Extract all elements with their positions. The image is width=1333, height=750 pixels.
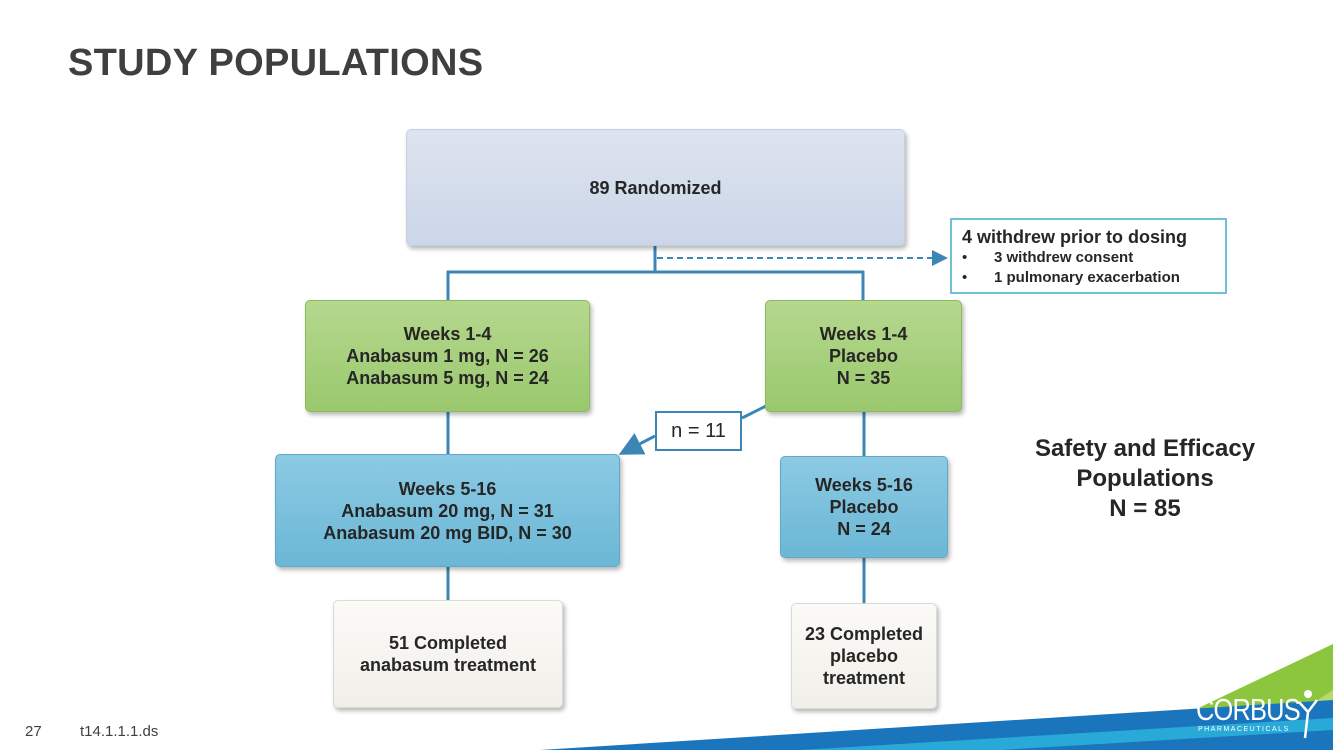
withdrew-box: 4 withdrew prior to dosing •3 withdrew c… bbox=[950, 218, 1227, 294]
safety-line-1: Safety and Efficacy bbox=[1034, 435, 1256, 462]
placebo-weeks-1-4-box: Weeks 1-4 Placebo N = 35 bbox=[765, 300, 962, 412]
randomized-label: 89 Randomized bbox=[589, 177, 722, 198]
placebo-completed-label-2: treatment bbox=[822, 668, 906, 688]
placebo-weeks-1-4-period: Weeks 1-4 bbox=[819, 324, 908, 344]
active-weeks-5-16-arm-20mg: Anabasum 20 mg, N = 31 bbox=[341, 500, 554, 521]
footer-teal-swoosh bbox=[800, 718, 1333, 750]
corbus-logo: CORBUS PHARMACEUTICALS bbox=[1196, 690, 1318, 739]
logo-figure-icon bbox=[1298, 690, 1318, 739]
bullet-icon: • bbox=[962, 269, 968, 286]
slide-title: STUDY POPULATIONS bbox=[68, 42, 484, 84]
randomized-box: 89 Randomized bbox=[406, 129, 905, 246]
logo-subtitle: PHARMACEUTICALS bbox=[1198, 726, 1290, 733]
withdrew-title: 4 withdrew prior to dosing bbox=[962, 227, 1187, 247]
active-weeks-1-4-box: Weeks 1-4 Anabasum 1 mg, N = 26 Anabasum… bbox=[305, 300, 590, 412]
active-weeks-5-16-box: Weeks 5-16 Anabasum 20 mg, N = 31 Anabas… bbox=[275, 454, 620, 567]
active-weeks-5-16-period: Weeks 5-16 bbox=[398, 478, 497, 499]
placebo-weeks-5-16-arm: Placebo bbox=[829, 497, 899, 517]
active-completed-box: 51 Completed anabasum treatment bbox=[333, 600, 563, 708]
crossover-count: n = 11 bbox=[671, 419, 726, 442]
placebo-completed-count: 23 Completed bbox=[804, 624, 924, 644]
logo-wordmark: CORBUS bbox=[1196, 692, 1301, 727]
crossover-count-box: n = 11 bbox=[655, 411, 742, 451]
placebo-weeks-5-16-count: N = 24 bbox=[837, 519, 891, 539]
connector-crossover-upper bbox=[741, 404, 767, 420]
placebo-weeks-1-4-count: N = 35 bbox=[836, 368, 891, 388]
withdrew-item-consent: •3 withdrew consent bbox=[962, 249, 1134, 266]
active-weeks-1-4-arm-1mg: Anabasum 1 mg, N = 26 bbox=[346, 346, 549, 366]
active-weeks-1-4-arm-5mg: Anabasum 5 mg, N = 24 bbox=[346, 368, 549, 388]
active-weeks-1-4-period: Weeks 1-4 bbox=[403, 324, 492, 344]
reference-code: t14.1.1.1.ds bbox=[80, 723, 159, 740]
placebo-completed-box: 23 Completed placebo treatment bbox=[791, 603, 937, 709]
active-weeks-5-16-arm-20mg-bid: Anabasum 20 mg BID, N = 30 bbox=[323, 522, 572, 543]
page-number: 27 bbox=[25, 723, 42, 740]
active-completed-label: anabasum treatment bbox=[359, 655, 537, 675]
placebo-weeks-1-4-arm: Placebo bbox=[828, 346, 899, 366]
safety-efficacy-summary: Safety and Efficacy Populations N = 85 bbox=[1010, 434, 1280, 524]
safety-line-3: N = 85 bbox=[1109, 495, 1181, 522]
connector-crossover-lower bbox=[618, 433, 656, 455]
placebo-weeks-5-16-box: Weeks 5-16 Placebo N = 24 bbox=[780, 456, 948, 558]
safety-line-2: Populations bbox=[1076, 465, 1214, 492]
withdrew-list: •3 withdrew consent •1 pulmonary exacerb… bbox=[962, 248, 1215, 288]
withdrew-item-pulmonary: •1 pulmonary exacerbation bbox=[962, 269, 1180, 286]
bullet-icon: • bbox=[962, 249, 968, 266]
placebo-completed-label-1: placebo bbox=[829, 646, 899, 666]
placebo-weeks-5-16-period: Weeks 5-16 bbox=[815, 475, 913, 495]
active-completed-count: 51 Completed bbox=[388, 633, 508, 653]
